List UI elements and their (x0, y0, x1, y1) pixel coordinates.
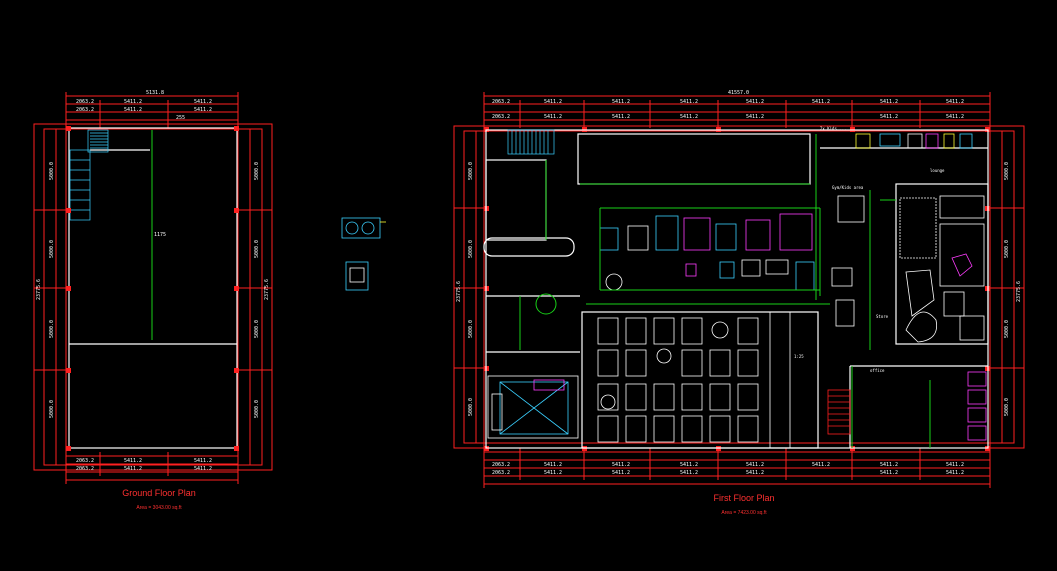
ground-floor-title: Ground Floor Plan (122, 488, 196, 498)
first-bottom2-6: 5411.2 (946, 470, 964, 476)
first-left-dim-4: 5000.0 (468, 398, 474, 416)
first-floor-area: Area = 7423.00 sq.ft (721, 510, 767, 516)
ground-right-dim-3: 5000.0 (254, 320, 260, 338)
first-top1-1: 5411.2 (544, 99, 562, 105)
first-label-gym-note: Gym/Kids area (832, 185, 864, 190)
first-right-dim-1: 5000.0 (1004, 162, 1010, 180)
first-top2-6: 5411.2 (946, 114, 964, 120)
ground-mid-label: 1175 (154, 232, 166, 238)
ground-top-dim-1a: 2063.2 (76, 99, 94, 105)
first-kids-rides (487, 375, 579, 439)
first-right-dim-4: 5000.0 (1004, 398, 1010, 416)
ground-staircase (69, 129, 109, 221)
first-label-zone-c: office (870, 368, 885, 373)
ground-left-dim-3: 5000.0 (49, 320, 55, 338)
first-bottom1-2: 5411.2 (612, 462, 630, 468)
ground-overall-top-dim: 5131.8 (146, 90, 164, 96)
first-bottom2-0: 2063.2 (492, 470, 510, 476)
ground-right-dim-2: 5000.0 (254, 240, 260, 258)
first-right-dim-3: 5000.0 (1004, 320, 1010, 338)
first-top1-7: 5411.2 (946, 99, 964, 105)
first-overall-right-dim: 23775.6 (1016, 281, 1022, 302)
ground-right-dim-1: 5000.0 (254, 162, 260, 180)
first-floor-title: First Floor Plan (713, 493, 774, 503)
legend-symbols (341, 217, 386, 291)
ground-bottom-dim-2a: 2063.2 (76, 466, 94, 472)
ground-left-dim-4: 5000.0 (49, 400, 55, 418)
first-label-zone-a: 2x Kids ... (820, 126, 847, 131)
first-top2-0: 2063.2 (492, 114, 510, 120)
first-bottom2-5: 5411.2 (880, 470, 898, 476)
first-top1-5: 5411.2 (812, 99, 830, 105)
ground-bottom-dim-1c: 5411.2 (194, 458, 212, 464)
ground-walls (68, 127, 238, 449)
first-red-staircase (827, 389, 851, 435)
first-overall-left-dim: 23775.6 (456, 281, 462, 302)
first-label-zone-d: Store (876, 314, 889, 319)
first-bottom1-0: 2063.2 (492, 462, 510, 468)
first-bottom1-3: 5411.2 (680, 462, 698, 468)
first-left-dim-3: 5000.0 (468, 320, 474, 338)
first-bottom1-5: 5411.2 (812, 462, 830, 468)
first-bottom2-3: 5411.2 (680, 470, 698, 476)
ground-floor-plan: 5131.8 2063.2 5411.2 5411.2 2063.2 5411.… (33, 90, 273, 511)
first-top2-5: 5411.2 (880, 114, 898, 120)
ground-right-dim-4: 5000.0 (254, 400, 260, 418)
ground-floor-area: Area = 3043.00 sq.ft (136, 505, 182, 511)
first-top2-2: 5411.2 (612, 114, 630, 120)
first-label-zone-e: 1:25 (794, 354, 804, 359)
ground-bottom-dim-1a: 2063.2 (76, 458, 94, 464)
first-staircase (507, 129, 555, 155)
first-walls (483, 129, 989, 449)
first-bottom1-6: 5411.2 (880, 462, 898, 468)
legend-appliance-symbol (345, 261, 369, 291)
first-top1-0: 2063.2 (492, 99, 510, 105)
first-bottom1-7: 5411.2 (946, 462, 964, 468)
first-top1-3: 5411.2 (680, 99, 698, 105)
first-bottom1-1: 5411.2 (544, 462, 562, 468)
ground-left-dim-2: 5000.0 (49, 240, 55, 258)
first-kids-zone (899, 195, 985, 343)
ground-columns (66, 126, 239, 451)
first-seating-grid (597, 312, 791, 448)
ground-left-dim-1: 5000.0 (49, 162, 55, 180)
first-left-dim-2: 5000.0 (468, 240, 474, 258)
ground-top-dim-2a: 2063.2 (76, 107, 94, 113)
first-right-dim-2: 5000.0 (1004, 240, 1010, 258)
ground-inner-top-dim: 255 (176, 115, 185, 121)
ground-bottom-dim-2c: 5411.2 (194, 466, 212, 472)
first-bottom2-1: 5411.2 (544, 470, 562, 476)
first-bottom2-4: 5411.2 (746, 470, 764, 476)
ground-top-dim-2c: 5411.2 (194, 107, 212, 113)
first-overall-top-dim: 41557.0 (728, 90, 749, 96)
first-floor-plan: Gym/Kids area 2x Kids ... lounge office … (453, 90, 1025, 516)
ground-top-dim-1c: 5411.2 (194, 99, 212, 105)
ground-top-dim-2b: 5411.2 (124, 107, 142, 113)
first-left-dim-1: 5000.0 (468, 162, 474, 180)
first-bottom2-2: 5411.2 (612, 470, 630, 476)
ground-overall-left-dim: 23775.6 (36, 279, 42, 300)
first-top2-3: 5411.2 (680, 114, 698, 120)
first-green-guides (519, 134, 931, 448)
ground-overall-right-dim: 23775.6 (264, 279, 270, 300)
ground-bottom-dim-2b: 5411.2 (124, 466, 142, 472)
first-gym-equipment (599, 133, 973, 327)
ground-top-dim-1b: 5411.2 (124, 99, 142, 105)
first-columns (484, 127, 990, 451)
first-top2-1: 5411.2 (544, 114, 562, 120)
first-bottom1-4: 5411.2 (746, 462, 764, 468)
first-top1-2: 5411.2 (612, 99, 630, 105)
first-top1-6: 5411.2 (880, 99, 898, 105)
legend-sofa-symbol (341, 217, 386, 239)
first-top1-4: 5411.2 (746, 99, 764, 105)
ground-bottom-dim-1b: 5411.2 (124, 458, 142, 464)
first-arcade-machines (967, 371, 987, 441)
first-label-zone-b: lounge (930, 168, 945, 173)
first-top2-4: 5411.2 (746, 114, 764, 120)
